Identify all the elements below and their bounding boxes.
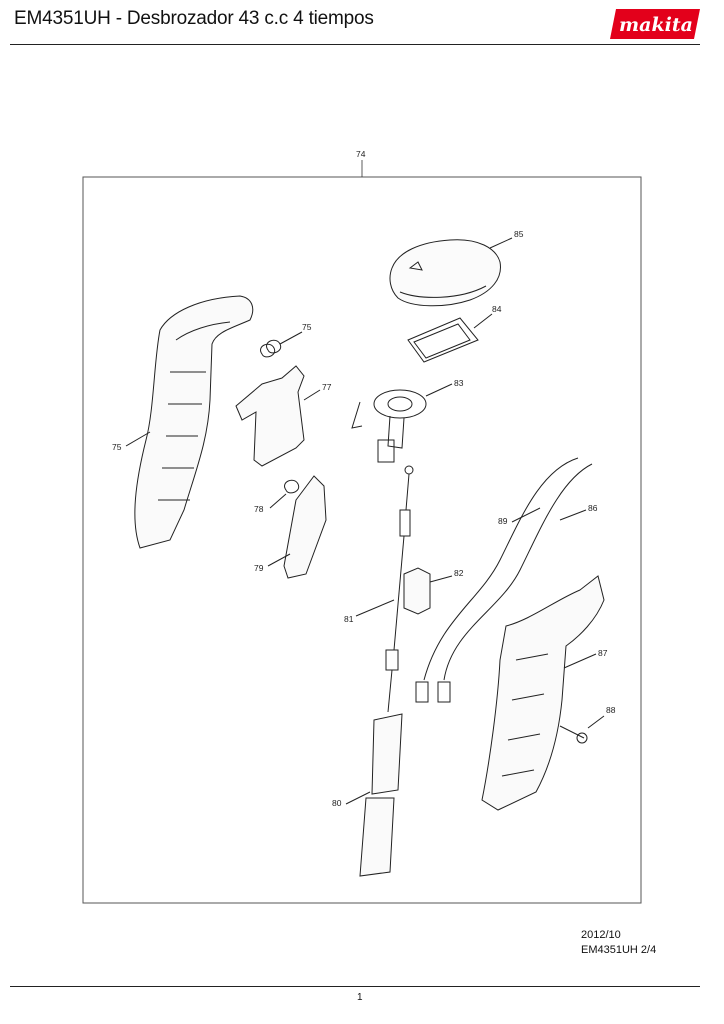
label-87: 87 — [598, 648, 608, 658]
label-77: 77 — [322, 382, 332, 392]
page-title: EM4351UH - Desbrozador 43 c.c 4 tiempos — [14, 8, 374, 29]
document-code: EM4351UH 2/4 — [581, 944, 657, 956]
label-82: 82 — [454, 568, 464, 578]
label-75: 75 — [112, 442, 122, 452]
label-89: 89 — [498, 516, 508, 526]
part-75-spring — [260, 331, 303, 358]
revision-date: 2012/10 — [581, 929, 621, 941]
part-82-clip — [403, 567, 453, 615]
part-87-handle-half — [481, 575, 605, 811]
part-77-lever — [235, 365, 321, 467]
part-84-bracket — [407, 313, 493, 363]
part-86-89-wires — [415, 457, 593, 703]
label-86: 86 — [588, 503, 598, 513]
label-83: 83 — [454, 378, 464, 388]
part-83-holder — [351, 383, 453, 463]
part-85-cover — [389, 237, 513, 307]
footer-divider — [10, 986, 700, 987]
makita-logo: makita — [606, 9, 700, 39]
label-88: 88 — [606, 705, 616, 715]
label-75: 75 — [302, 322, 312, 332]
part-79-trigger — [267, 475, 327, 579]
header-divider — [10, 44, 700, 45]
label-84: 84 — [492, 304, 502, 314]
part-88-screw — [559, 715, 605, 744]
part-81-cable — [355, 465, 414, 713]
label-78: 78 — [254, 504, 264, 514]
part-78-spring — [269, 479, 300, 509]
label-74: 74 — [356, 149, 366, 159]
label-81: 81 — [344, 614, 354, 624]
part-80-tube — [345, 713, 403, 877]
page-number: 1 — [357, 992, 363, 1003]
label-80: 80 — [332, 798, 342, 808]
part-75-handle-half — [125, 295, 254, 549]
label-85: 85 — [514, 229, 524, 239]
label-79: 79 — [254, 563, 264, 573]
svg-text:makita: makita — [619, 14, 693, 36]
